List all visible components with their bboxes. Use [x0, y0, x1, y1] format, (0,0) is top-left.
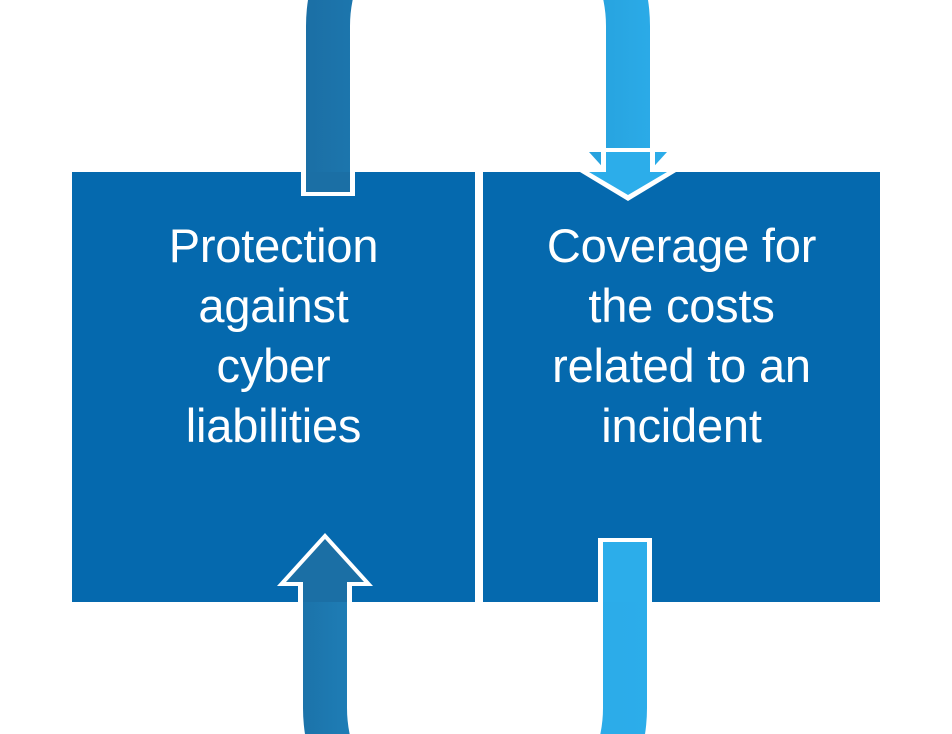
node-box-right-label: Coverage for the costs related to an inc… [546, 219, 817, 452]
top-arrowhead-overlay [580, 148, 676, 201]
node-box-right[interactable]: Coverage for the costs related to an inc… [483, 172, 880, 602]
node-box-right-shape [483, 172, 880, 602]
top-arrow-tail-overlay [301, 172, 355, 196]
node-box-left[interactable]: Protection against cyber liabilities [72, 172, 475, 602]
node-box-left-shape [72, 172, 475, 602]
bottom-arrowhead-overlay [277, 533, 373, 602]
node-box-left-label: Protection against cyber liabilities [168, 219, 379, 452]
bottom-arrow-tail-overlay [598, 538, 652, 602]
